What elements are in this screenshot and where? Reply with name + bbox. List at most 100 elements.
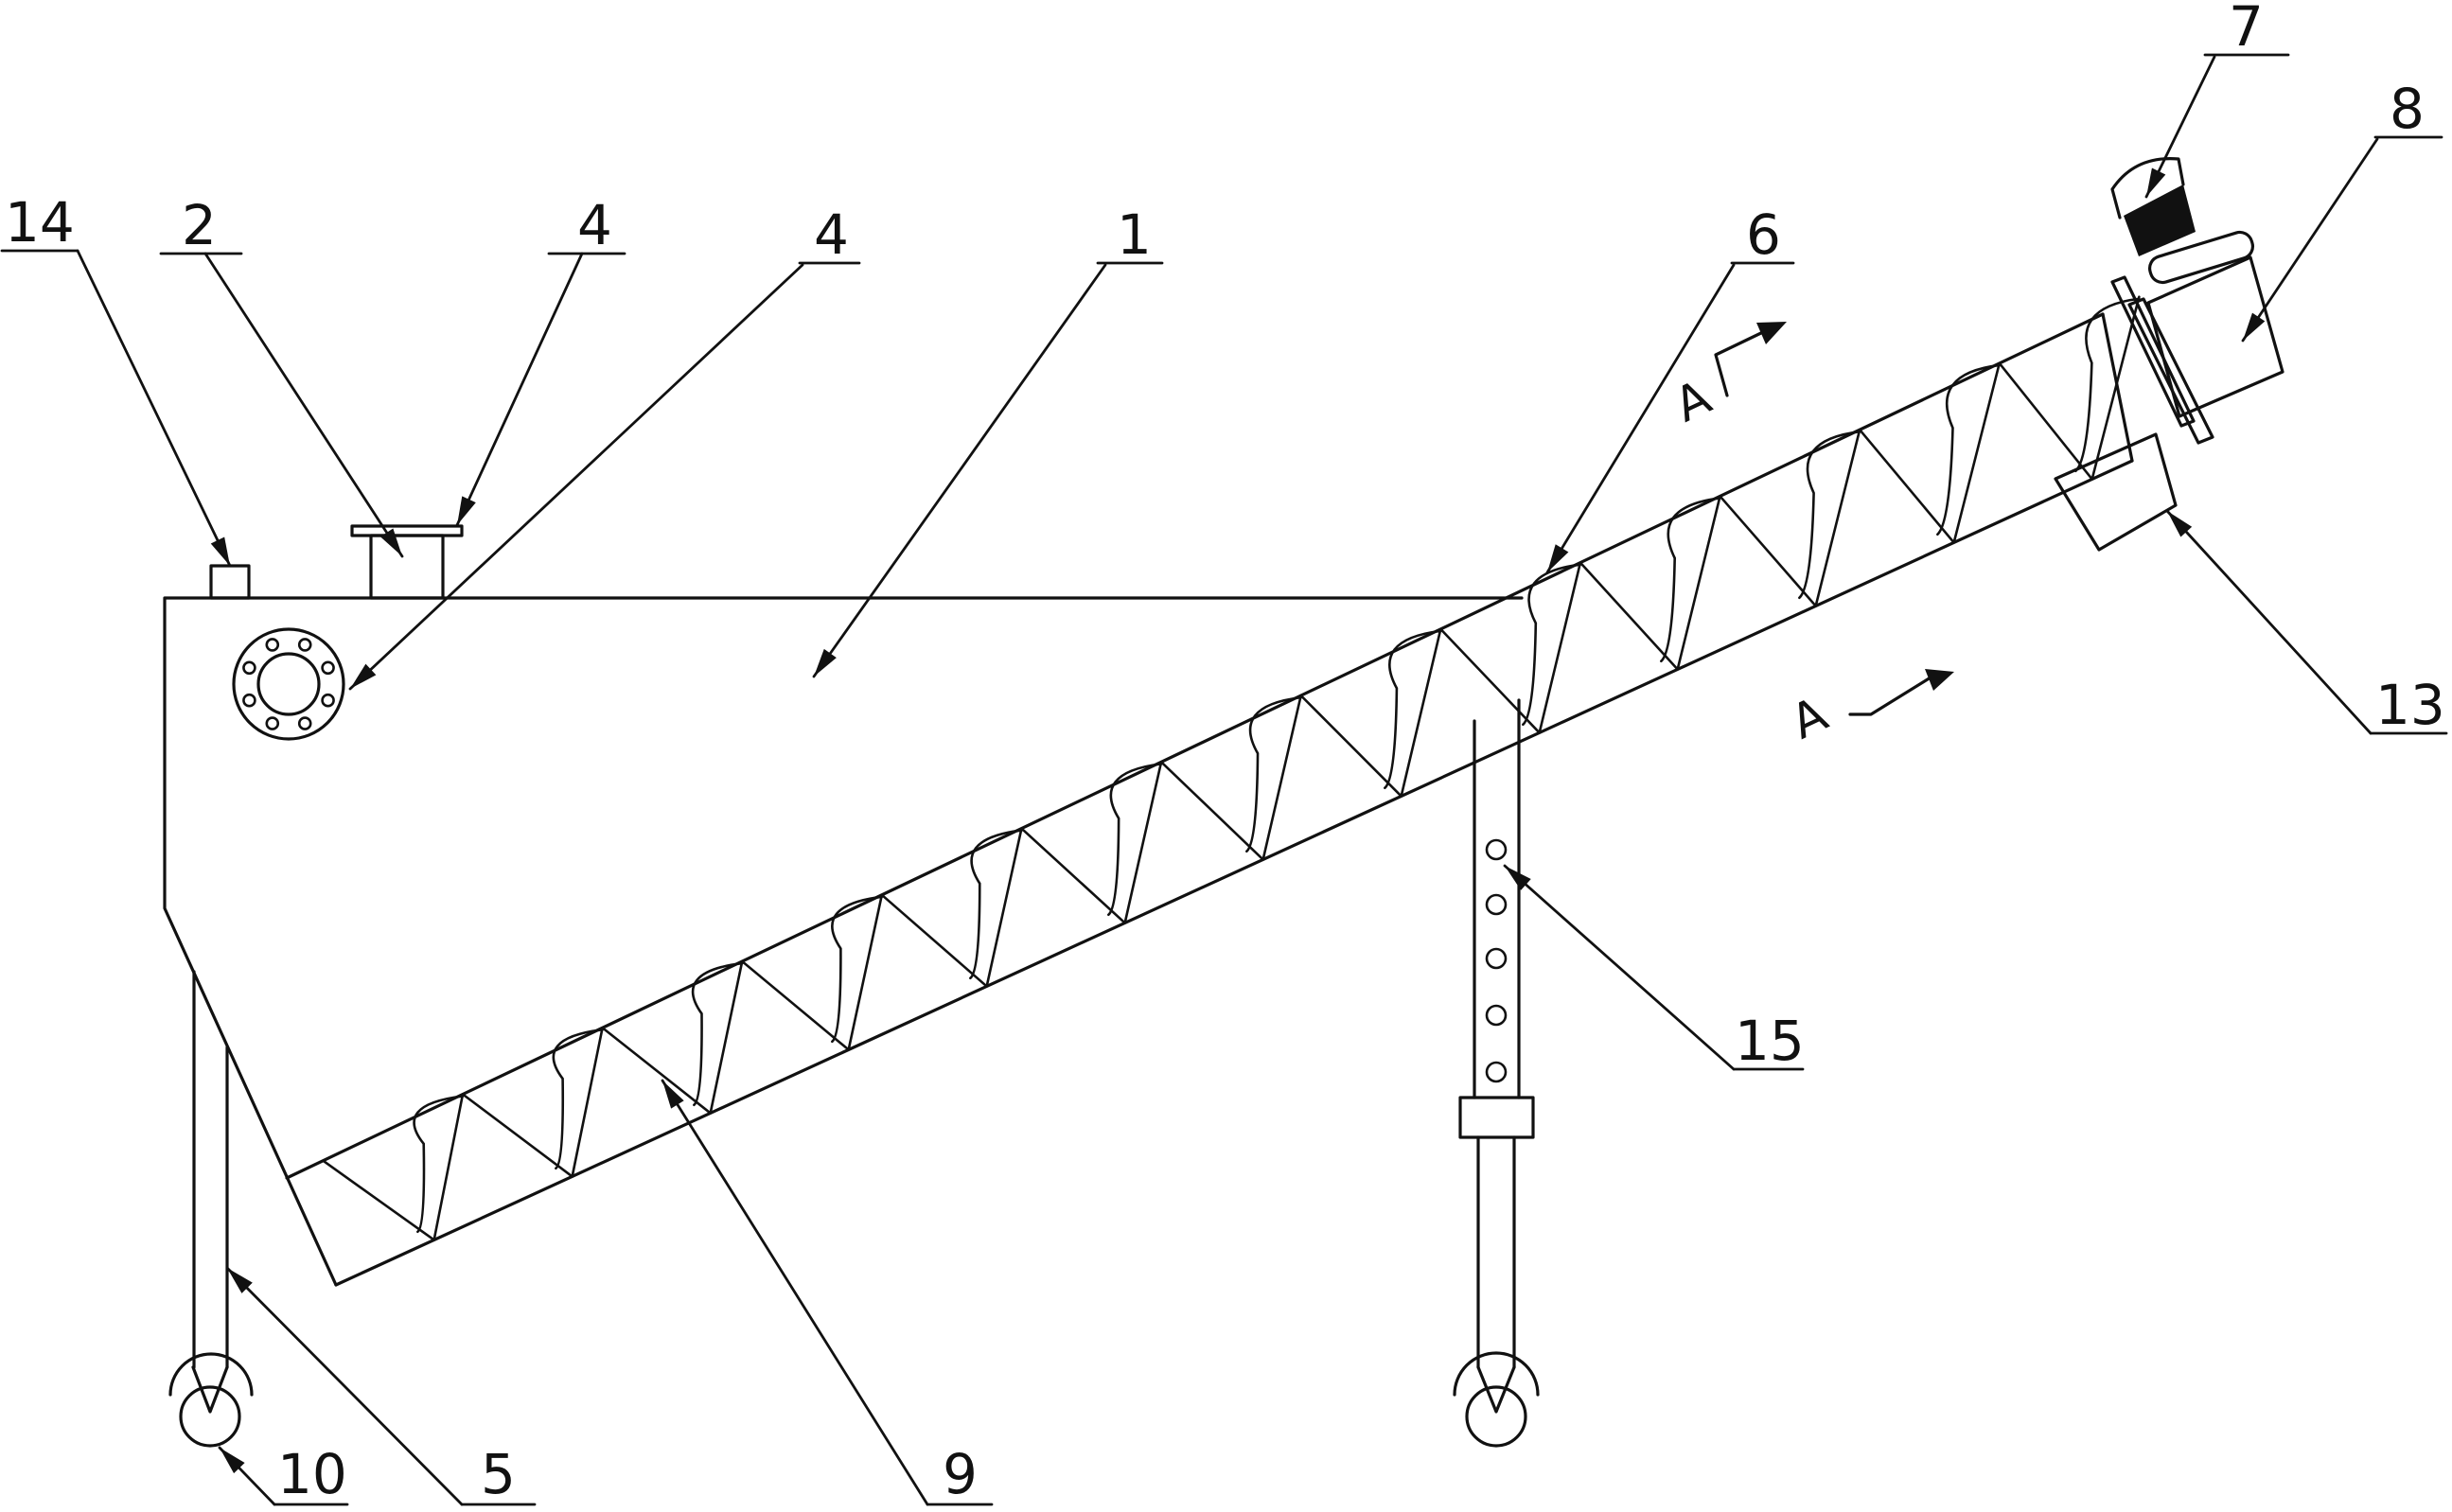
flight-diagonal xyxy=(1439,627,1541,734)
screw-flight-lines xyxy=(322,295,2141,1241)
flight-diagonal xyxy=(432,1093,465,1241)
flight-diagonal xyxy=(1858,428,1955,544)
leader-lines xyxy=(0,53,2448,1506)
flight-diagonal xyxy=(1676,495,1721,671)
flight-diagonal xyxy=(880,893,988,988)
screw-trough xyxy=(285,312,2134,1180)
flight-wave xyxy=(831,895,884,1044)
flight-diagonal xyxy=(1538,561,1582,734)
flight-diagonal xyxy=(1299,694,1402,798)
bolt-hole xyxy=(297,638,312,652)
flight-diagonal xyxy=(1159,761,1264,861)
flight-diagonal xyxy=(601,1026,712,1115)
flight-diagonal xyxy=(1719,495,1817,607)
label-8: 8 xyxy=(2390,77,2425,141)
leader-arrowhead xyxy=(2146,167,2166,197)
flight-diagonal xyxy=(1814,428,1861,607)
inlet-pipe xyxy=(350,524,464,600)
leader-arrowhead xyxy=(662,1081,684,1109)
bolt-hole xyxy=(321,660,335,676)
flight-diagonal xyxy=(709,959,744,1115)
right-caster-wheel xyxy=(1453,1351,1540,1448)
flight-wave xyxy=(552,1028,604,1170)
leader-arrowhead xyxy=(2243,312,2266,341)
leader-arrowhead xyxy=(1505,866,1531,890)
flight-diagonal xyxy=(571,1026,604,1178)
left-caster-wheel xyxy=(168,1352,254,1448)
leader-arrowhead xyxy=(457,496,476,525)
bolt-hole xyxy=(265,638,280,652)
section-marker-lower xyxy=(1848,669,1954,716)
label-4-top: 4 xyxy=(577,193,612,257)
label-6: 6 xyxy=(1746,202,1781,267)
leader-arrowheads xyxy=(210,167,2266,1474)
flight-wave xyxy=(691,961,744,1107)
flight-diagonal xyxy=(985,827,1023,988)
side-flange xyxy=(232,627,345,741)
flight-diagonal xyxy=(847,893,884,1051)
leader-arrowhead xyxy=(814,648,837,677)
label-7: 7 xyxy=(2229,0,2264,59)
adjust-hole xyxy=(1485,893,1508,916)
flight-diagonal xyxy=(1952,361,2002,544)
label-1: 1 xyxy=(1117,202,1152,267)
adjust-hole xyxy=(1485,1004,1508,1027)
leg-adjust-holes xyxy=(1485,838,1508,1083)
adjust-hole xyxy=(1485,1061,1508,1083)
label-2: 2 xyxy=(182,193,217,257)
flight-diagonal xyxy=(740,959,850,1051)
section-label-upper: A xyxy=(1667,369,1720,432)
section-label-lower: A xyxy=(1783,686,1836,749)
flight-diagonal xyxy=(1998,361,2093,481)
leader-arrowhead xyxy=(1547,544,1569,572)
flight-wave xyxy=(1384,629,1442,790)
flight-diagonal xyxy=(1400,627,1442,798)
leader-arrowhead xyxy=(220,1448,245,1474)
flight-wave xyxy=(1798,430,1861,600)
discharge-chute xyxy=(2054,432,2178,552)
label-9: 9 xyxy=(943,1442,978,1506)
flange-bolt-holes xyxy=(242,638,335,730)
flight-diagonal xyxy=(1123,761,1163,924)
flight-wave xyxy=(1245,695,1302,853)
left-leg xyxy=(192,970,229,1369)
inlet-flange xyxy=(350,524,464,537)
flight-diagonal xyxy=(2090,295,2141,481)
flight-wave xyxy=(413,1095,465,1234)
leader-arrowhead xyxy=(210,536,230,566)
flight-wave xyxy=(2074,297,2141,473)
vent-cap xyxy=(209,564,251,600)
bolt-hole xyxy=(242,693,256,708)
label-5: 5 xyxy=(481,1442,516,1506)
flight-diagonal xyxy=(1579,561,1679,671)
leg-clamp xyxy=(1458,1096,1535,1139)
label-15: 15 xyxy=(1735,1009,1805,1073)
flight-diagonal xyxy=(1261,694,1302,861)
right-leg xyxy=(1458,698,1535,1369)
drive-motor xyxy=(2110,157,2196,256)
bolt-hole xyxy=(297,716,312,730)
motor-coupling xyxy=(2147,230,2255,285)
part-labels: 14 2 4 4 1 6 7 8 13 15 9 5 10 xyxy=(5,0,2445,1506)
flight-diagonal xyxy=(1020,827,1126,924)
flight-wave xyxy=(969,829,1023,980)
flight-wave xyxy=(1522,563,1582,727)
bolt-hole xyxy=(265,716,280,730)
leader-arrowhead xyxy=(227,1268,253,1293)
section-marker-upper xyxy=(1714,322,1787,397)
bolt-hole xyxy=(242,660,256,676)
label-14: 14 xyxy=(5,190,75,255)
hopper-body xyxy=(163,459,2134,1287)
leader-arrowhead xyxy=(379,528,402,556)
flight-wave xyxy=(1107,763,1163,917)
leader-arrowhead xyxy=(350,663,377,689)
flight-diagonal xyxy=(461,1093,573,1178)
label-13: 13 xyxy=(2375,673,2445,737)
leader-arrowhead xyxy=(2167,511,2193,537)
label-10: 10 xyxy=(277,1442,347,1506)
gearbox-reducer xyxy=(2146,255,2284,418)
flight-wave xyxy=(1936,363,2002,536)
flight-wave xyxy=(1660,497,1721,663)
adjust-hole xyxy=(1485,838,1508,861)
